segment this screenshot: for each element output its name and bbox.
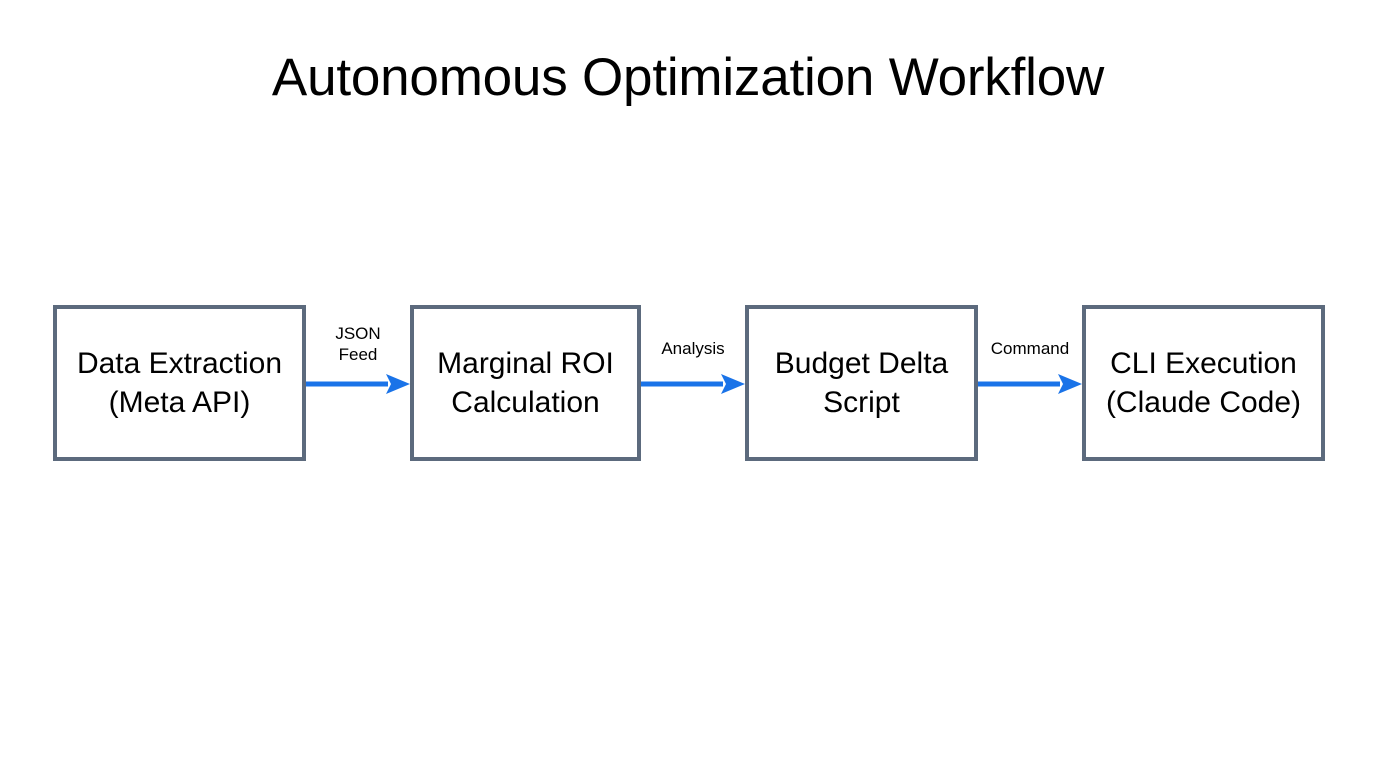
- flow-node-cli-execution[interactable]: CLI Execution (Claude Code): [1082, 305, 1325, 461]
- flow-node-label: Data Extraction (Meta API): [76, 347, 283, 419]
- flow-arrow-data-extraction-to-marginal-roi: [306, 373, 410, 395]
- flow-node-data-extraction[interactable]: Data Extraction (Meta API): [53, 305, 306, 461]
- flow-arrow-marginal-roi-to-budget-delta: [641, 373, 745, 395]
- flow-edge-label-json-feed: JSON Feed: [335, 324, 381, 364]
- arrow-right-icon: [978, 374, 1082, 394]
- flow-node-marginal-roi[interactable]: Marginal ROI Calculation: [410, 305, 641, 461]
- flow-edge-label-analysis: Analysis: [661, 339, 725, 358]
- flow-arrow-budget-delta-to-cli-execution: [978, 373, 1082, 395]
- flow-node-budget-delta[interactable]: Budget Delta Script: [745, 305, 978, 461]
- page-title: Autonomous Optimization Workflow: [271, 48, 1105, 107]
- flow-node-label: CLI Execution (Claude Code): [1105, 347, 1302, 419]
- flow-edge-label-command: Command: [990, 339, 1070, 358]
- arrow-right-icon: [641, 374, 745, 394]
- flow-node-label: Budget Delta Script: [774, 347, 949, 419]
- arrow-right-icon: [306, 374, 410, 394]
- flow-node-label: Marginal ROI Calculation: [437, 347, 614, 419]
